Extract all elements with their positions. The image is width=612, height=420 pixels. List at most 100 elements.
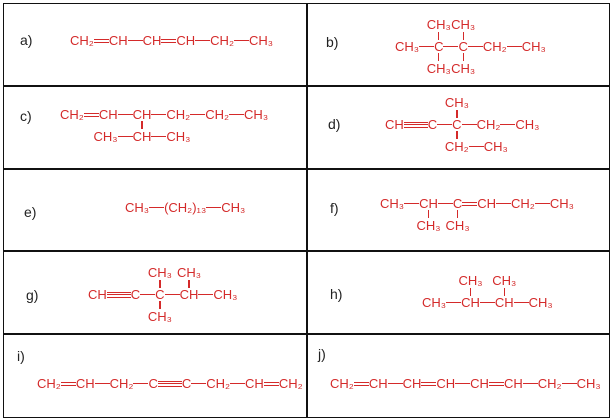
- atom-group: CH₃: [249, 33, 274, 48]
- structure-cell-i: [3, 333, 308, 418]
- formula-row: CH₃: [177, 265, 201, 280]
- single-bond: [140, 291, 156, 298]
- structure-cell-h: [306, 250, 610, 335]
- atom-group: CH₃: [426, 17, 451, 32]
- single-bond: [151, 133, 167, 140]
- single-bond: [468, 143, 484, 150]
- single-bond: [534, 200, 550, 207]
- atom-group: C: [130, 287, 141, 302]
- single-bond-vertical: [438, 53, 440, 61]
- double-bond: [488, 380, 504, 387]
- atom-group: CH₃: [244, 107, 269, 122]
- formula-row: CH₃: [451, 17, 475, 32]
- atom-group: CH₃: [426, 61, 451, 76]
- double-bond: [93, 37, 109, 44]
- atom-group: CH₃: [422, 295, 447, 310]
- atom-group: CH₃: [458, 273, 483, 288]
- single-bond: [133, 380, 149, 387]
- structure-cell-c: [3, 85, 308, 170]
- single-bond-vertical: [159, 301, 161, 309]
- atom-group: CH₃: [576, 376, 601, 391]
- triple-bond: [106, 291, 131, 298]
- single-bond-vertical: [462, 32, 464, 40]
- single-bond: [437, 200, 453, 207]
- single-bond: [404, 200, 420, 207]
- atom-group: CH₃: [451, 17, 476, 32]
- atom-group: CH: [245, 376, 264, 391]
- atom-group: CH: [402, 376, 422, 391]
- atom-group: CH: [470, 376, 489, 391]
- single-bond: [234, 37, 249, 44]
- atom-group: CH₃: [147, 309, 172, 324]
- formula-row: CH₃: [427, 17, 451, 32]
- atom-group: CH₂: [330, 376, 354, 391]
- atom-group: CH₂: [109, 376, 134, 391]
- atom-group: CH: [385, 117, 404, 132]
- single-bond: [191, 380, 207, 387]
- atom-group: CH₂: [476, 117, 501, 132]
- structure-label: j): [318, 346, 326, 362]
- atom-group: CH₃: [451, 61, 476, 76]
- atom-group: CH₂: [210, 33, 234, 48]
- atom-group: (CH₂)₁₃: [164, 200, 207, 215]
- single-bond: [467, 43, 483, 50]
- single-bond: [195, 37, 211, 44]
- atom-group: CH₂: [166, 107, 191, 122]
- formula-row: CH₃: [427, 61, 451, 76]
- single-bond: [151, 111, 167, 118]
- atom-group: CH: [176, 33, 196, 48]
- single-bond: [506, 43, 522, 50]
- atom-group: CH₃: [147, 265, 172, 280]
- structure-label: g): [26, 287, 39, 303]
- atom-group: CH₃: [515, 117, 540, 132]
- single-bond: [127, 37, 143, 44]
- atom-group: CH₃: [93, 129, 118, 144]
- atom-group: CH: [88, 287, 107, 302]
- triple-bond: [157, 380, 182, 387]
- single-bond: [206, 204, 222, 211]
- single-bond: [117, 133, 133, 140]
- formula-row: CH₃: [416, 218, 440, 233]
- single-bond: [461, 121, 477, 128]
- single-bond: [561, 380, 577, 387]
- single-bond-vertical: [188, 280, 190, 288]
- single-bond: [522, 380, 538, 387]
- single-bond: [419, 43, 435, 50]
- single-bond-vertical: [456, 131, 458, 139]
- single-bond: [479, 299, 495, 306]
- single-bond-vertical: [438, 32, 440, 40]
- atom-group: CH₃: [213, 287, 238, 302]
- atom-group: CH: [436, 376, 456, 391]
- double-bond: [353, 380, 369, 387]
- atom-group: CH₃: [445, 218, 470, 233]
- atom-group: CH₂: [60, 107, 84, 122]
- single-bond: [496, 200, 512, 207]
- atom-group: CH₂: [37, 376, 61, 391]
- triple-bond: [403, 121, 428, 128]
- structure-label: c): [20, 108, 32, 124]
- atom-group: CH₂: [278, 376, 303, 391]
- single-bond-vertical: [503, 288, 505, 296]
- atom-group: CH₃: [492, 273, 517, 288]
- structure-label: i): [17, 348, 25, 364]
- double-bond: [161, 37, 177, 44]
- atom-group: CH: [477, 196, 497, 211]
